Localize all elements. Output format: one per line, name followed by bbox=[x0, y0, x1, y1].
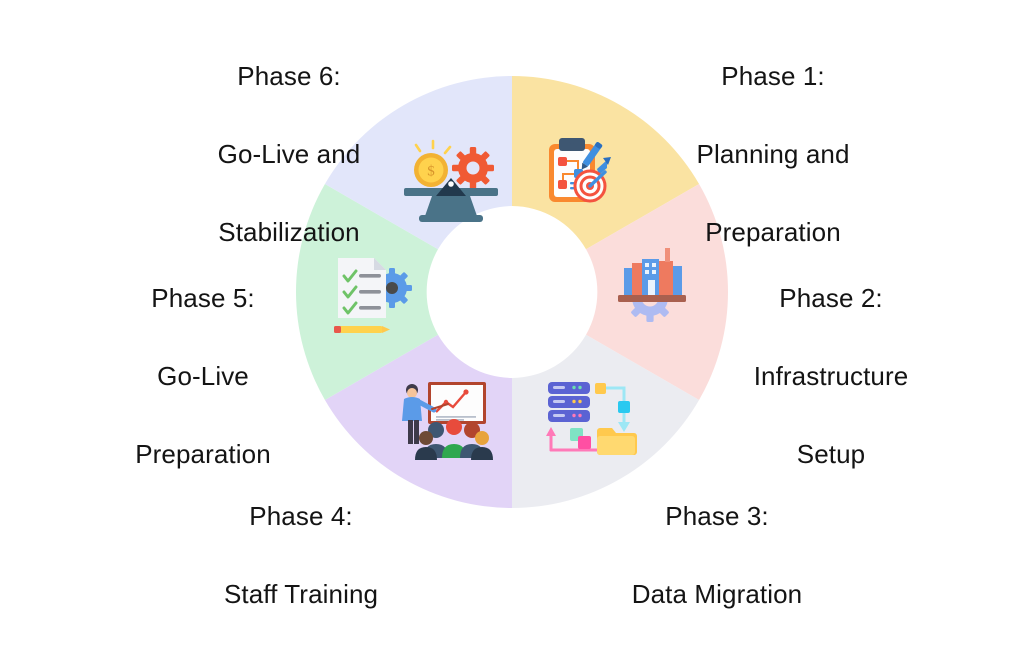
phase-4-line-2: Staff Training bbox=[223, 579, 379, 609]
phase-5-line-3: Preparation bbox=[135, 439, 271, 469]
phase-6-line-1: Phase 6: bbox=[237, 61, 341, 91]
phase-6-line-3: Stabilization bbox=[218, 217, 360, 247]
phase-1-line-1: Phase 1: bbox=[721, 61, 825, 91]
phase-5-label: Phase 5: Go-Live Preparation bbox=[78, 240, 328, 513]
phase-6-label: Phase 6: Go-Live and Stabilization bbox=[156, 18, 422, 291]
phase-4-line-1: Phase 4: bbox=[249, 501, 353, 531]
phase-2-line-3: Setup bbox=[796, 439, 866, 469]
phase-3-line-1: Phase 3: bbox=[665, 501, 769, 531]
phase-2-line-1: Phase 2: bbox=[779, 283, 883, 313]
phase-1-line-3: Preparation bbox=[705, 217, 841, 247]
phase-3-line-2: Data Migration bbox=[631, 579, 803, 609]
diagram-canvas: $ bbox=[78, 18, 956, 609]
phase-2-line-2: Infrastructure bbox=[753, 361, 909, 391]
phase-5-line-2: Go-Live bbox=[157, 361, 249, 391]
phase-5-line-1: Phase 5: bbox=[151, 283, 255, 313]
phase-2-label: Phase 2: Infrastructure Setup bbox=[706, 240, 956, 513]
phase-1-line-2: Planning and bbox=[696, 139, 850, 169]
phase-6-line-2: Go-Live and bbox=[217, 139, 361, 169]
phase-1-label: Phase 1: Planning and Preparation bbox=[640, 18, 906, 291]
phase-3-label: Phase 3: Data Migration bbox=[592, 458, 842, 653]
